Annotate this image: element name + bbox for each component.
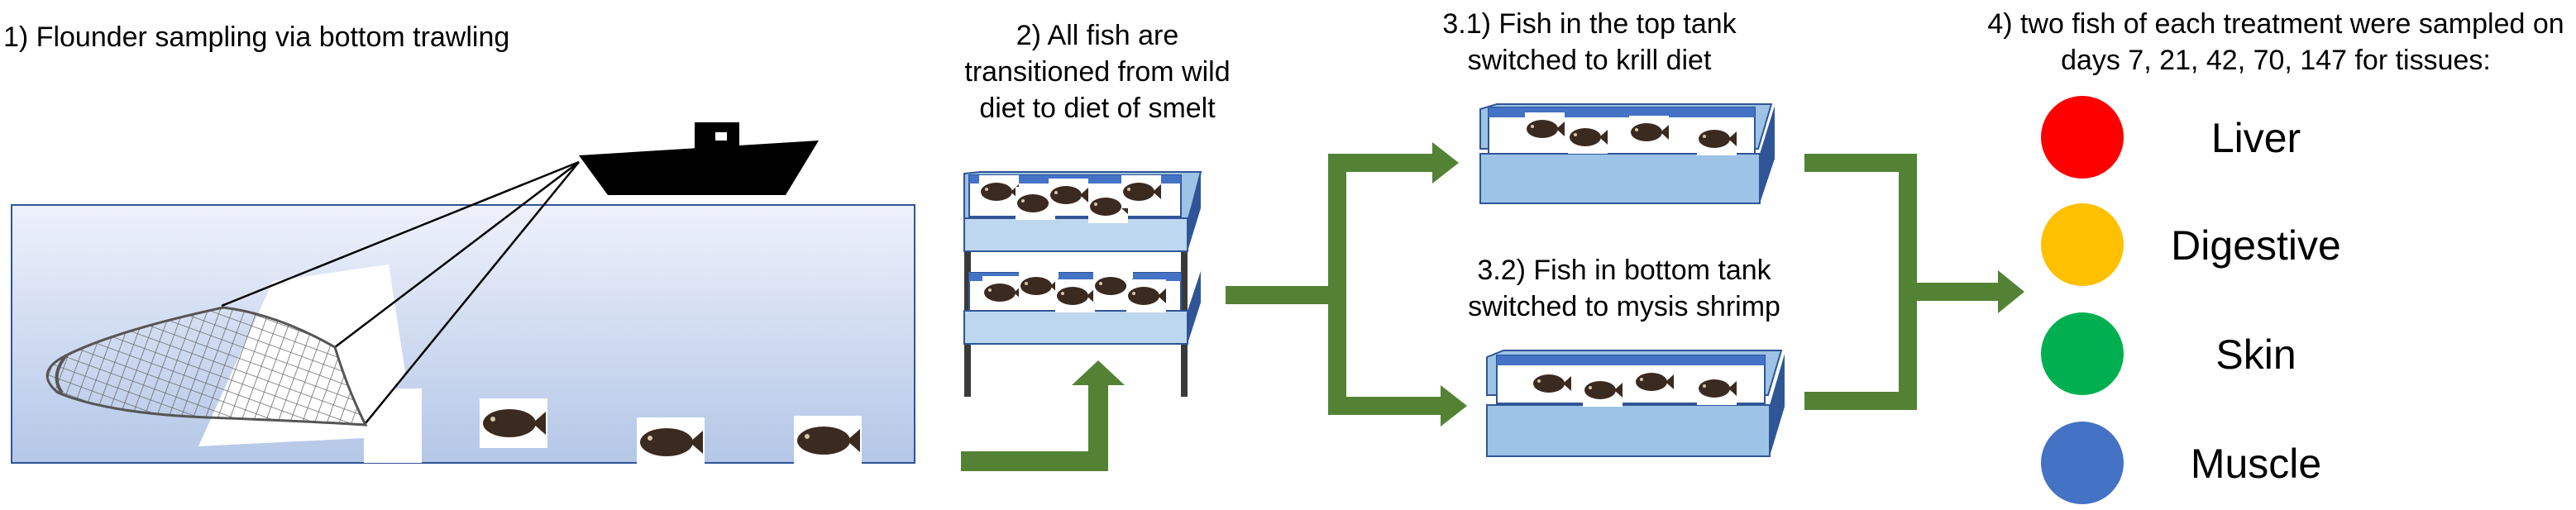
flounder-icon (1634, 365, 1674, 398)
arrow-3-to-4 (1804, 154, 2024, 410)
digestive-label: Digestive (2171, 222, 2341, 269)
flounder-icon (1019, 269, 1059, 303)
flounder-icon (1532, 367, 1571, 400)
flounder-icon (1629, 116, 1669, 149)
flounder-icon (794, 416, 862, 465)
flounder-icon (637, 417, 705, 467)
flounder-icon (1525, 112, 1565, 145)
step1-caption: 1) Flounder sampling via bottom trawling (3, 21, 509, 53)
flounder-icon (1049, 179, 1088, 212)
flounder-icon (979, 175, 1019, 208)
flounder-icon (1568, 121, 1608, 154)
trawl-net-icon (45, 306, 368, 427)
flounder-icon (982, 276, 1022, 309)
step2-caption-line1: 2) All fish are (1016, 20, 1179, 51)
flounder-icon (1121, 175, 1161, 208)
step4-caption-line1: 4) two fish of each treatment were sampl… (1987, 8, 2564, 40)
muscle-label: Muscle (2191, 441, 2321, 487)
muscle-marker (2041, 422, 2124, 504)
liver-label: Liver (2211, 115, 2301, 161)
tow-lines (221, 160, 580, 424)
step3-1-caption-line2: switched to krill diet (1468, 45, 1712, 76)
digestive-marker (2041, 203, 2124, 286)
step3-1-caption-line1: 3.1) Fish in the top tank (1442, 8, 1737, 40)
tissue-legend: Liver Digestive Skin Muscle (2041, 96, 2341, 504)
flounder-icon (1583, 374, 1623, 407)
flounder-icon (480, 398, 547, 448)
flounder-icon (1697, 122, 1737, 155)
liver-marker (2041, 96, 2124, 179)
step3-2-caption-line2: switched to mysis shrimp (1468, 291, 1780, 322)
step3-2-caption-line1: 3.2) Fish in bottom tank (1477, 255, 1771, 286)
flounder-icon (1697, 372, 1737, 405)
step4-caption-line2: days 7, 21, 42, 70, 147 for tissues: (2061, 45, 2491, 76)
skin-marker (2041, 312, 2124, 395)
arrow-1-to-2 (961, 360, 1125, 471)
step2-caption-line2: transitioned from wild (964, 56, 1230, 88)
fishing-boat-icon (579, 122, 819, 195)
skin-label: Skin (2215, 331, 2296, 378)
arrow-2-to-3 (1226, 142, 1467, 427)
flounder-icon (1126, 279, 1166, 312)
flounder-icon (1055, 279, 1095, 312)
step2-caption-line3: diet to diet of smelt (979, 93, 1216, 124)
